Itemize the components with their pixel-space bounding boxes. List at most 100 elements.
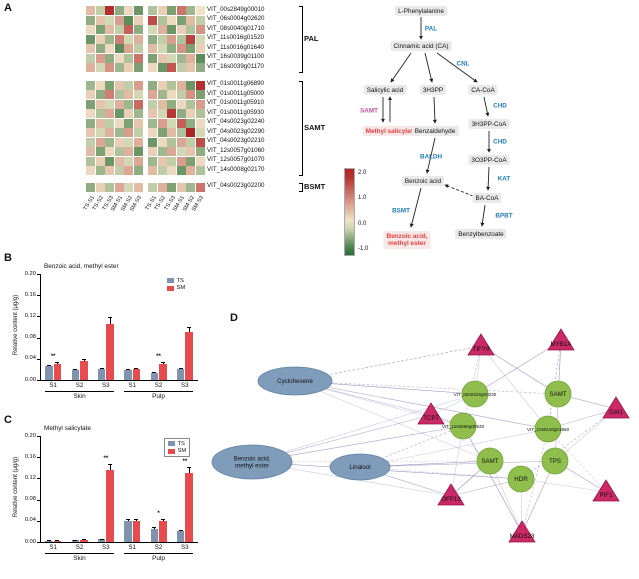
gene-id-label: VIT_04s0023g02290 [207, 127, 265, 135]
legend-item: SM [168, 448, 186, 454]
network-node-linalool: Linalool [329, 453, 391, 481]
heatmap-cell [133, 182, 143, 192]
heatmap-cell [186, 44, 195, 53]
heatmap-cell [176, 63, 186, 72]
heatmap-cell [195, 166, 205, 175]
legend-label: SM [177, 448, 187, 454]
heatmap-cell [148, 137, 157, 147]
heatmap-cell [86, 34, 95, 44]
y-tick-label: 0.04 [24, 355, 36, 362]
heatmap-cell [133, 6, 143, 15]
heatmap-cell [148, 15, 157, 25]
heatmap-cell [157, 44, 167, 53]
y-axis-line [40, 274, 41, 380]
error-bar-cap [108, 317, 113, 319]
heatmap-cell [95, 63, 105, 72]
tf-node-shape [467, 333, 495, 356]
gene-id-label: VIT_12s0057g01070 [207, 156, 265, 163]
network-node-tps: TPS [541, 447, 569, 475]
pathway-node: Salicylic acid [363, 84, 407, 96]
heatmap-cell [114, 63, 124, 72]
gene-id-label: VIT_01s0011g05000 [207, 89, 264, 97]
panel-b-label: B [4, 252, 12, 264]
heatmap-cell [157, 99, 167, 109]
pathway-node: 3H3PP-CoA [468, 118, 510, 130]
legend-swatch-TS [168, 441, 175, 446]
legend-item: TS [168, 441, 186, 447]
pathway-node: L-Phenylalanine [395, 5, 447, 17]
heatmap-cell [95, 6, 105, 15]
heatmap-cell [105, 63, 114, 72]
network-node-label: TCP7 [423, 415, 439, 422]
heatmap-cell [148, 128, 157, 137]
heatmap-cell [186, 80, 195, 90]
bar-SM-S2 [159, 364, 167, 380]
heatmap-cell [86, 63, 95, 72]
heatmap-cell [133, 137, 143, 147]
y-axis-tick [37, 436, 40, 437]
bar-TS-S1 [45, 366, 53, 380]
network-edge [294, 380, 491, 462]
network-node-label: Cyclohexene [277, 378, 313, 385]
gene-group-bracket [299, 6, 303, 73]
heatmap-cell [105, 99, 114, 109]
tf-node-shape [417, 402, 445, 425]
heatmap-cell [186, 25, 195, 34]
network-node-label: OFP13 [441, 496, 461, 503]
bar-SM-S3 [106, 323, 114, 380]
heatmap-cell [124, 53, 133, 63]
y-axis-tick [37, 499, 40, 501]
bar-SM-S1 [132, 368, 141, 380]
heatmap-cell [157, 25, 167, 34]
error-bar-cap [55, 540, 60, 542]
enzyme-label: PAL [424, 25, 438, 33]
network-node-label: GAI1 [609, 409, 624, 416]
y-axis-tick [37, 358, 40, 360]
heatmap-cell [167, 6, 176, 15]
pathway-node: 3O3PP-CoA [468, 154, 510, 166]
pathway-node-text: Salicylic acid [366, 86, 404, 94]
legend-item: SM [167, 285, 185, 291]
panel-d-label: D [230, 312, 238, 324]
heatmap-cell [86, 118, 95, 128]
heatmap-cell [186, 137, 195, 147]
tf-node-shape [547, 328, 575, 351]
x-tick-label: S3 [181, 382, 189, 389]
pathway-arrow-layer [380, 17, 492, 228]
heatmap-cell [195, 137, 205, 147]
network-node-label: VIT_11s0066g00530 [442, 424, 485, 429]
heatmap-cell [86, 109, 95, 118]
heatmap-cell [176, 34, 186, 44]
heatmap-cell [114, 147, 124, 156]
pathway-node-text: Benzylbenzoate [458, 230, 504, 238]
heatmap-cell [148, 34, 157, 44]
heatmap-cell [95, 80, 105, 90]
heatmap-cell [114, 128, 124, 137]
error-bar-line [127, 518, 129, 521]
heatmap-cell [124, 44, 133, 53]
x-axis-line [40, 542, 198, 543]
legend-swatch-TS [167, 278, 174, 283]
heatmap-cell [114, 53, 124, 63]
gene-id-label: VIT_16s0039g01100 [207, 53, 264, 60]
pathway-node-text: Methyl salicylate [365, 127, 417, 135]
error-bar-cap [125, 369, 130, 371]
gene-id-label: VIT_08s0040g01710 [207, 24, 265, 32]
gene-id-label: VIT_11s0016g01520 [207, 34, 264, 41]
chart-title: Benzoic acid, methyl ester [44, 263, 119, 270]
y-tick-label: 0.08 [24, 496, 36, 503]
error-bar-cap [73, 369, 78, 371]
heatmap-cell [148, 109, 157, 118]
enzyme-label: BPBT [495, 212, 513, 220]
heatmap-cell [167, 44, 176, 53]
x-tick-label: S2 [154, 382, 163, 389]
tf-node-shape [508, 520, 536, 543]
legend-label: SM [176, 285, 186, 291]
heatmap-cell [124, 25, 133, 34]
pathway-arrow [424, 52, 434, 83]
y-axis-tick [37, 295, 40, 297]
heatmap-cell [195, 15, 205, 25]
tf-node-shape [592, 479, 620, 502]
